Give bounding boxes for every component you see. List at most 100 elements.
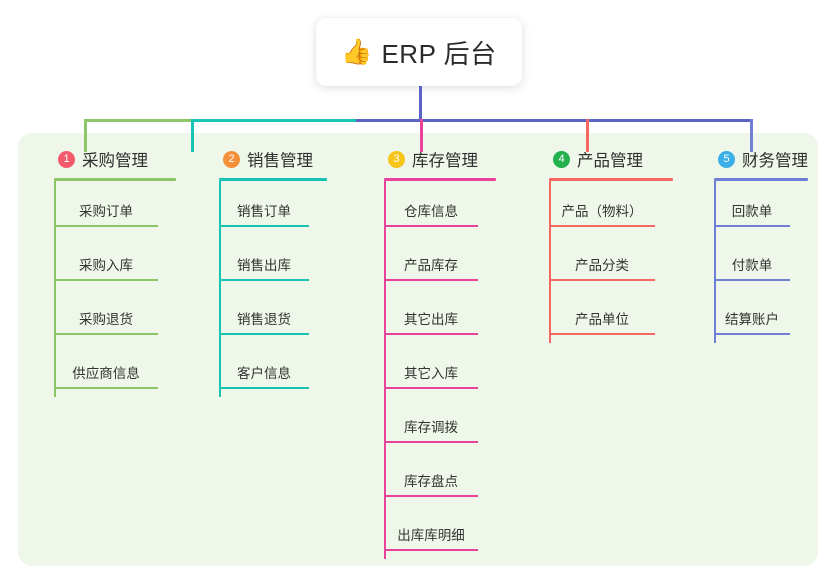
- leaf-item-underline: [219, 333, 309, 335]
- leaf-item[interactable]: 供应商信息: [54, 343, 158, 397]
- leaf-item-label: 库存调拨: [404, 420, 458, 435]
- leaf-item[interactable]: 产品（物料）: [549, 181, 655, 235]
- leaf-item-label: 销售订单: [237, 204, 291, 219]
- leaf-item-underline: [384, 495, 478, 497]
- leaf-item-underline: [549, 225, 655, 227]
- leaf-item[interactable]: 出库库明细: [384, 505, 478, 559]
- connector-bus-segment: [356, 119, 750, 122]
- connector-drop: [420, 119, 423, 152]
- leaf-item-label: 销售退货: [237, 312, 291, 327]
- leaf-item-label: 销售出库: [237, 258, 291, 273]
- column-number-badge: 5: [718, 150, 735, 168]
- leaf-item-label: 产品（物料）: [561, 204, 643, 219]
- column-header[interactable]: 2 销售管理: [201, 147, 337, 171]
- connector-drop: [84, 119, 87, 152]
- leaf-item-underline: [219, 225, 309, 227]
- leaf-item-underline: [219, 387, 309, 389]
- leaf-item-label: 其它出库: [404, 312, 458, 327]
- leaf-item-label: 库存盘点: [404, 474, 458, 489]
- leaf-item-label: 采购入库: [79, 258, 133, 273]
- column-header[interactable]: 1 采购管理: [36, 147, 186, 171]
- leaf-item[interactable]: 销售订单: [219, 181, 309, 235]
- leaf-item[interactable]: 销售退货: [219, 289, 309, 343]
- leaf-item-label: 产品分类: [575, 258, 629, 273]
- column-header[interactable]: 3 库存管理: [366, 147, 506, 171]
- leaf-item-label: 采购订单: [79, 204, 133, 219]
- leaf-item-label: 仓库信息: [404, 204, 458, 219]
- leaf-item-label: 采购退货: [79, 312, 133, 327]
- leaf-item[interactable]: 库存盘点: [384, 451, 478, 505]
- leaf-item[interactable]: 回款单: [714, 181, 790, 235]
- leaf-item-underline: [714, 225, 790, 227]
- column-title: 销售管理: [247, 152, 313, 170]
- column-title: 库存管理: [412, 152, 478, 170]
- connector-trunk: [419, 86, 422, 122]
- leaf-spine: [219, 181, 221, 397]
- root-node-card[interactable]: 👍 ERP 后台: [316, 18, 522, 86]
- leaf-item-underline: [714, 333, 790, 335]
- leaf-spine: [714, 181, 716, 343]
- leaf-item[interactable]: 产品库存: [384, 235, 478, 289]
- column-库存管理: 3 库存管理仓库信息产品库存其它出库其它入库库存调拨库存盘点出库库明细: [366, 147, 506, 559]
- leaf-item[interactable]: 采购退货: [54, 289, 158, 343]
- leaf-spine: [549, 181, 551, 343]
- column-title: 采购管理: [82, 152, 148, 170]
- leaf-spine: [54, 181, 56, 397]
- column-underline: [219, 178, 327, 181]
- leaf-item[interactable]: 仓库信息: [384, 181, 478, 235]
- connector-bus-segment: [191, 119, 356, 122]
- column-header[interactable]: 4 产品管理: [531, 147, 683, 171]
- column-number-badge: 3: [388, 150, 405, 168]
- leaf-item[interactable]: 付款单: [714, 235, 790, 289]
- leaf-item-underline: [54, 279, 158, 281]
- leaf-item[interactable]: 销售出库: [219, 235, 309, 289]
- column-产品管理: 4 产品管理产品（物料） 产品分类产品单位: [531, 147, 683, 343]
- leaf-item-label: 出库库明细: [397, 528, 465, 543]
- connector-drop: [191, 119, 194, 152]
- column-number-badge: 1: [58, 150, 75, 168]
- column-number-badge: 4: [553, 150, 570, 168]
- leaf-item-label: 客户信息: [237, 366, 291, 381]
- leaf-item-label: 付款单: [731, 258, 773, 273]
- leaf-item-label: 其它入库: [404, 366, 458, 381]
- leaf-item-label: 回款单: [731, 204, 773, 219]
- leaf-item[interactable]: 客户信息: [219, 343, 309, 397]
- column-采购管理: 1 采购管理采购订单采购入库采购退货供应商信息: [36, 147, 186, 397]
- leaf-item[interactable]: 结算账户: [714, 289, 790, 343]
- leaf-item[interactable]: 采购入库: [54, 235, 158, 289]
- leaf-item-underline: [384, 279, 478, 281]
- leaf-item-underline: [54, 333, 158, 335]
- leaf-item-label: 产品库存: [404, 258, 458, 273]
- leaf-item[interactable]: 采购订单: [54, 181, 158, 235]
- root-node-title: ERP 后台: [381, 38, 497, 69]
- leaf-item-underline: [54, 225, 158, 227]
- leaf-item[interactable]: 其它入库: [384, 343, 478, 397]
- column-title: 产品管理: [577, 152, 643, 170]
- column-销售管理: 2 销售管理销售订单销售出库销售退货客户信息: [201, 147, 337, 397]
- column-underline: [384, 178, 496, 181]
- leaf-item-underline: [384, 387, 478, 389]
- leaf-spine: [384, 181, 386, 559]
- leaf-item-underline: [219, 279, 309, 281]
- diagram-panel: [18, 133, 818, 566]
- connector-bus-segment: [84, 119, 191, 122]
- column-underline: [54, 178, 176, 181]
- leaf-item[interactable]: 产品单位: [549, 289, 655, 343]
- leaf-item-label: 供应商信息: [72, 366, 140, 381]
- leaf-item[interactable]: 产品分类: [549, 235, 655, 289]
- leaf-item[interactable]: 其它出库: [384, 289, 478, 343]
- leaf-item-underline: [384, 333, 478, 335]
- leaf-item-underline: [714, 279, 790, 281]
- leaf-item-underline: [384, 225, 478, 227]
- leaf-item-underline: [549, 279, 655, 281]
- leaf-item-underline: [384, 549, 478, 551]
- column-number-badge: 2: [223, 150, 240, 168]
- leaf-item-label: 产品单位: [575, 312, 629, 327]
- leaf-item[interactable]: 库存调拨: [384, 397, 478, 451]
- column-underline: [714, 178, 808, 181]
- connector-drop: [586, 119, 589, 152]
- leaf-item-underline: [549, 333, 655, 335]
